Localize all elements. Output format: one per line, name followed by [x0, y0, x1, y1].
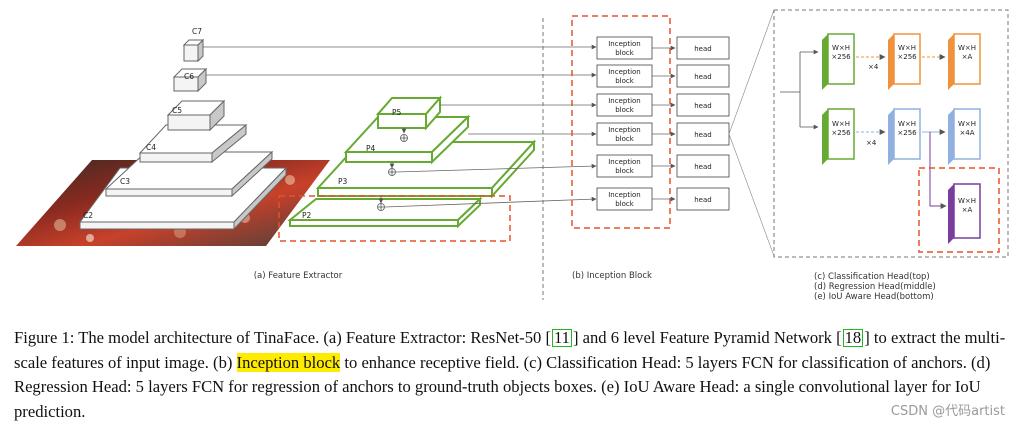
inception-block: Inception block	[596, 93, 653, 117]
inception-block: Inception block	[596, 154, 653, 178]
level-c5	[166, 99, 226, 132]
svg-text:Inception: Inception	[608, 126, 641, 134]
caption-iou-head: (e) IoU Aware Head(bottom)	[814, 292, 934, 302]
label-c3: C3	[120, 177, 130, 186]
level-c4	[138, 123, 248, 164]
svg-text:head: head	[694, 196, 711, 204]
label-c7: C7	[192, 27, 202, 36]
svg-text:×4A: ×4A	[959, 129, 974, 137]
inception-dashed-box	[571, 15, 671, 229]
svg-text:W×H: W×H	[898, 44, 916, 52]
repeat-label: ×4	[866, 139, 877, 147]
svg-text:Inception: Inception	[608, 68, 641, 76]
svg-text:head: head	[694, 131, 711, 139]
head-box: head	[676, 36, 730, 60]
label-p4: P4	[366, 144, 376, 153]
label-p3: P3	[338, 177, 348, 186]
regression-head: W×H ×256 W×H ×256 W×H ×4A ×4	[822, 108, 981, 209]
citation-link-18[interactable]: 18	[842, 328, 864, 347]
svg-text:×A: ×A	[962, 53, 973, 61]
label-c6: C6	[184, 72, 194, 81]
heads-branch-lines	[780, 49, 819, 130]
level-c7	[182, 38, 205, 63]
svg-text:head: head	[694, 163, 711, 171]
inception-section: Inception block Inception block Inceptio…	[571, 9, 775, 281]
svg-text:×256: ×256	[831, 129, 851, 137]
svg-text:head: head	[694, 102, 711, 110]
label-p5: P5	[392, 108, 402, 117]
svg-text:×256: ×256	[831, 53, 851, 61]
classification-head: W×H ×256 W×H ×256 W×H ×A ×4	[822, 33, 981, 90]
iou-aware-head: W×H ×A	[918, 167, 1000, 253]
highlighted-text: Inception block	[236, 352, 341, 372]
caption-feature-extractor: (a) Feature Extractor	[254, 271, 343, 281]
svg-text:W×H: W×H	[898, 120, 916, 128]
pyramid-p2	[287, 196, 483, 229]
figure-caption: Figure 1: The model architecture of Tina…	[14, 328, 1006, 421]
inception-block: Inception block	[596, 64, 653, 88]
svg-text:W×H: W×H	[832, 44, 850, 52]
inception-block: Inception block	[596, 36, 653, 60]
top-down-pathway	[377, 128, 408, 211]
caption-inception-block: (b) Inception Block	[572, 271, 652, 281]
architecture-figure: C7 C6 C5 C4 C3 C2 P5 P4 P3 P2	[16, 9, 1009, 302]
level-c6	[172, 67, 208, 93]
highlight-box-p2	[278, 195, 511, 242]
pyramid-p5	[375, 95, 443, 131]
label-c5: C5	[172, 106, 182, 115]
inception-block: Inception block	[596, 122, 653, 146]
svg-text:W×H: W×H	[958, 44, 976, 52]
svg-text:×256: ×256	[897, 53, 917, 61]
svg-text:Inception: Inception	[608, 40, 641, 48]
head-fan-lines	[728, 9, 775, 257]
head-box: head	[676, 93, 730, 117]
block-to-head-connectors	[652, 45, 676, 202]
svg-text:block: block	[615, 106, 635, 114]
pyramid-p4	[343, 114, 471, 165]
caption-regression-head: (d) Regression Head(middle)	[814, 282, 936, 292]
inception-block: Inception block	[596, 187, 653, 211]
heads-dashed-box	[773, 9, 1009, 258]
svg-text:block: block	[615, 200, 635, 208]
svg-text:Inception: Inception	[608, 158, 641, 166]
svg-text:×A: ×A	[962, 206, 973, 214]
citation-link-11[interactable]: 11	[551, 328, 572, 347]
svg-text:block: block	[615, 49, 635, 57]
svg-text:Inception: Inception	[608, 191, 641, 199]
svg-text:×256: ×256	[897, 129, 917, 137]
iou-dashed-box	[918, 167, 1000, 253]
svg-text:block: block	[615, 77, 635, 85]
svg-text:W×H: W×H	[958, 197, 976, 205]
svg-text:W×H: W×H	[958, 120, 976, 128]
label-c2: C2	[83, 211, 93, 220]
svg-text:Inception: Inception	[608, 97, 641, 105]
head-box: head	[676, 64, 730, 88]
svg-text:block: block	[615, 135, 635, 143]
head-box: head	[676, 187, 730, 211]
head-box: head	[676, 154, 730, 178]
repeat-label: ×4	[868, 63, 879, 71]
caption-classification-head: (c) Classification Head(top)	[814, 272, 930, 282]
svg-text:block: block	[615, 167, 635, 175]
csdn-watermark: CSDN @代码artist	[890, 404, 1005, 419]
level-connectors	[203, 44, 597, 208]
feature-extractor: C7 C6 C5 C4 C3 C2 P5 P4 P3 P2	[16, 27, 597, 281]
svg-text:head: head	[694, 45, 711, 53]
label-c4: C4	[146, 143, 156, 152]
heads-section: W×H ×256 W×H ×256 W×H ×A ×4 W×H ×256 W×H…	[773, 9, 1009, 302]
label-p2: P2	[302, 211, 312, 220]
svg-text:W×H: W×H	[832, 120, 850, 128]
svg-text:head: head	[694, 73, 711, 81]
head-box: head	[676, 122, 730, 146]
